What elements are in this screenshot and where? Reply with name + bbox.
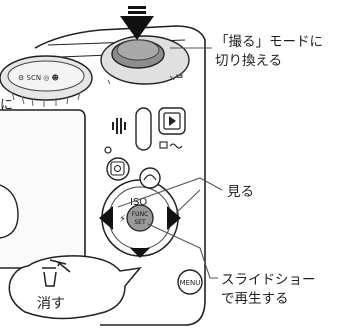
wheel-up-button[interactable] <box>139 167 161 189</box>
callout-slideshow: スライドショー で再生する <box>221 272 316 307</box>
svg-text:⚙ SCN ◎ ☻: ⚙ SCN ◎ ☻ <box>18 74 59 82</box>
mode-slot <box>135 107 152 151</box>
set-label: SET <box>134 219 146 226</box>
press-arrow-icon <box>120 6 154 40</box>
right-arrow-icon[interactable] <box>167 206 181 230</box>
delete-bubble <box>8 255 142 320</box>
trash-icon <box>42 259 71 287</box>
partial-left-bubble <box>0 184 19 239</box>
delete-label: 消す <box>37 296 65 312</box>
leader-lines <box>117 47 223 279</box>
cut-off-text: に <box>0 98 14 113</box>
face-select-button[interactable] <box>106 157 130 181</box>
print-share-icon <box>159 141 183 149</box>
func-set-button[interactable]: FUNC SET <box>126 204 154 232</box>
menu-button[interactable]: MENU <box>177 269 203 295</box>
func-label: FUNC <box>132 211 149 218</box>
playback-button[interactable] <box>158 107 186 135</box>
callout-view: 見る <box>227 184 254 200</box>
shutter-button[interactable] <box>100 35 190 85</box>
speaker-icon <box>112 118 126 134</box>
dial-ridges <box>11 91 81 107</box>
iso-label: ISO <box>130 197 147 208</box>
lcd-screen <box>0 109 86 269</box>
indicator-lamp <box>104 146 112 154</box>
menu-label: MENU <box>180 279 201 287</box>
flash-mode-glyph: ⚡ <box>119 214 126 225</box>
down-arrow-icon[interactable] <box>130 248 150 258</box>
callout-shoot-mode: 「撮る」モードに 切り換える <box>215 34 323 69</box>
left-arrow-icon[interactable] <box>99 206 113 230</box>
svg-text:▭: ▭ <box>176 72 183 80</box>
zoom-marks: ▭ <box>107 72 183 85</box>
mode-dial[interactable]: ⚙ SCN ◎ ☻ <box>0 55 93 101</box>
